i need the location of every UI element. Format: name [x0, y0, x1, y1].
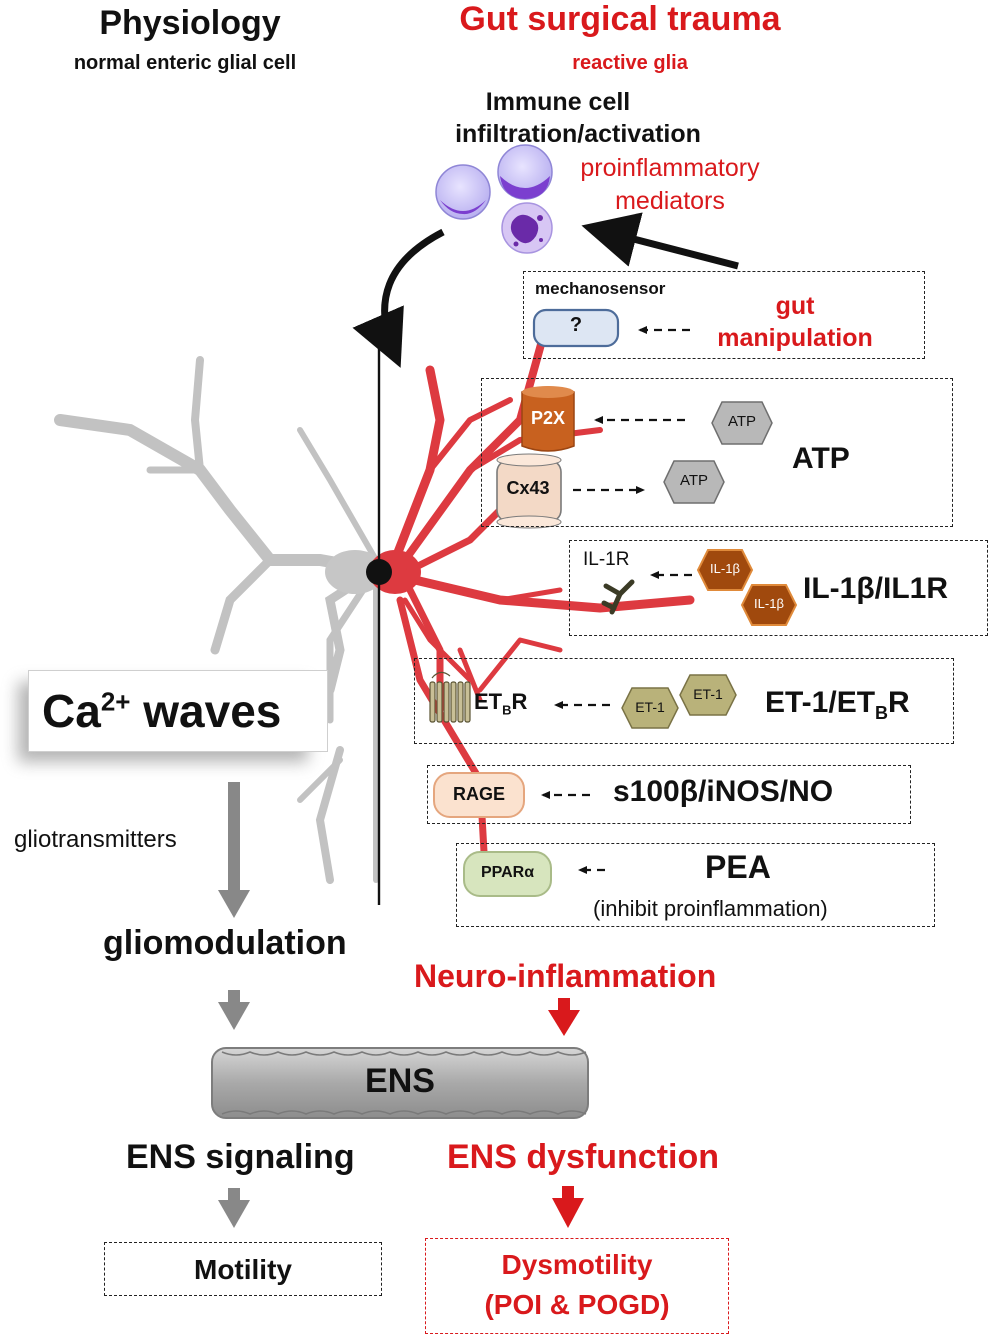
immune-line1: Immune cell — [485, 88, 631, 116]
motility-box — [104, 1242, 382, 1296]
dysmotility-sub-label: (POI & POGD) — [484, 1289, 670, 1320]
atp-title: ATP — [792, 442, 850, 475]
dysmotility-label: Dysmotility — [501, 1249, 653, 1280]
cx43-label: Cx43 — [506, 478, 550, 498]
physiology-title: Physiology — [99, 4, 281, 42]
ca-waves-box — [28, 670, 328, 752]
mechanosensor-pill — [532, 308, 620, 348]
gut-manipulation-line2: manipulation — [717, 324, 873, 352]
atp-hexagons — [663, 401, 773, 504]
et1-hex-label-1: ET-1 — [635, 699, 665, 715]
et1-box — [414, 658, 954, 744]
ca-waves-label: Ca2+ waves — [42, 685, 282, 737]
pea-note: (inhibit proinflammation) — [593, 896, 828, 921]
etbr-receptor — [429, 671, 471, 723]
cx43-receptor — [496, 453, 562, 529]
il1-title: IL-1β/IL1R — [803, 572, 948, 605]
rage-title: s100β/iNOS/NO — [613, 775, 834, 808]
atp-box — [481, 378, 953, 527]
mechano-receptor: ? — [569, 314, 583, 336]
rage-box — [427, 765, 911, 824]
il1r-label: IL-1R — [583, 549, 630, 570]
gliomodulation-label: gliomodulation — [103, 924, 347, 962]
pea-title: PEA — [705, 849, 771, 885]
dashed-arrows — [541, 326, 692, 874]
neuro-inflammation-label: Neuro-inflammation — [414, 958, 717, 994]
dysmotility-box — [425, 1238, 729, 1334]
gut-manipulation-line1: gut — [775, 292, 815, 320]
et1-hex-label-2: ET-1 — [693, 686, 723, 702]
et1-hexagons — [621, 674, 737, 729]
il1b-hex-label-2: IL-1β — [754, 596, 784, 611]
atp-hex-label-1: ATP — [727, 413, 757, 430]
il1b-hex-label-1: IL-1β — [710, 561, 740, 576]
ens-bar — [211, 1047, 589, 1119]
p2x-receptor — [521, 386, 575, 452]
et1-title: ET-1/ETBR — [765, 686, 910, 723]
mediators-line1: proinflammatory — [580, 154, 760, 182]
gliotransmitters-label: gliotransmitters — [14, 826, 177, 853]
ppar-label: PPARα — [480, 864, 535, 881]
red-flow-arrows — [548, 998, 584, 1228]
motility-label: Motility — [194, 1254, 292, 1285]
grey-flow-arrows — [218, 782, 250, 1228]
ens-label: ENS — [365, 1062, 435, 1100]
mediators-line2: mediators — [615, 187, 725, 215]
mediator-arrow — [581, 212, 739, 270]
immune-line2: infiltration/activation — [455, 120, 701, 148]
il1b-hexagons — [696, 549, 798, 626]
ppar-pill — [463, 851, 552, 897]
atp-hex-label-2: ATP — [679, 472, 709, 489]
trauma-title: Gut surgical trauma — [459, 0, 781, 38]
mechano-box — [523, 271, 925, 359]
immune-cells — [435, 144, 553, 254]
il1-box — [569, 540, 988, 636]
rage-pill — [433, 772, 525, 818]
mechano-label: mechanosensor — [535, 279, 666, 298]
rage-label: RAGE — [452, 784, 505, 804]
grey-glial-cell — [54, 356, 385, 884]
physiology-subtitle: normal enteric glial cell — [73, 52, 297, 74]
il1r-symbol — [601, 579, 635, 615]
ens-dysfunction-label: ENS dysfunction — [447, 1138, 720, 1176]
curved-infiltration-arrow — [352, 228, 445, 368]
trauma-subtitle: reactive glia — [572, 52, 688, 74]
etbr-label: ETBR — [474, 689, 528, 718]
ens-signaling-label: ENS signaling — [126, 1138, 355, 1176]
ppar-box — [456, 843, 935, 927]
p2x-label: P2X — [530, 408, 566, 428]
nucleus-dot — [366, 559, 392, 585]
